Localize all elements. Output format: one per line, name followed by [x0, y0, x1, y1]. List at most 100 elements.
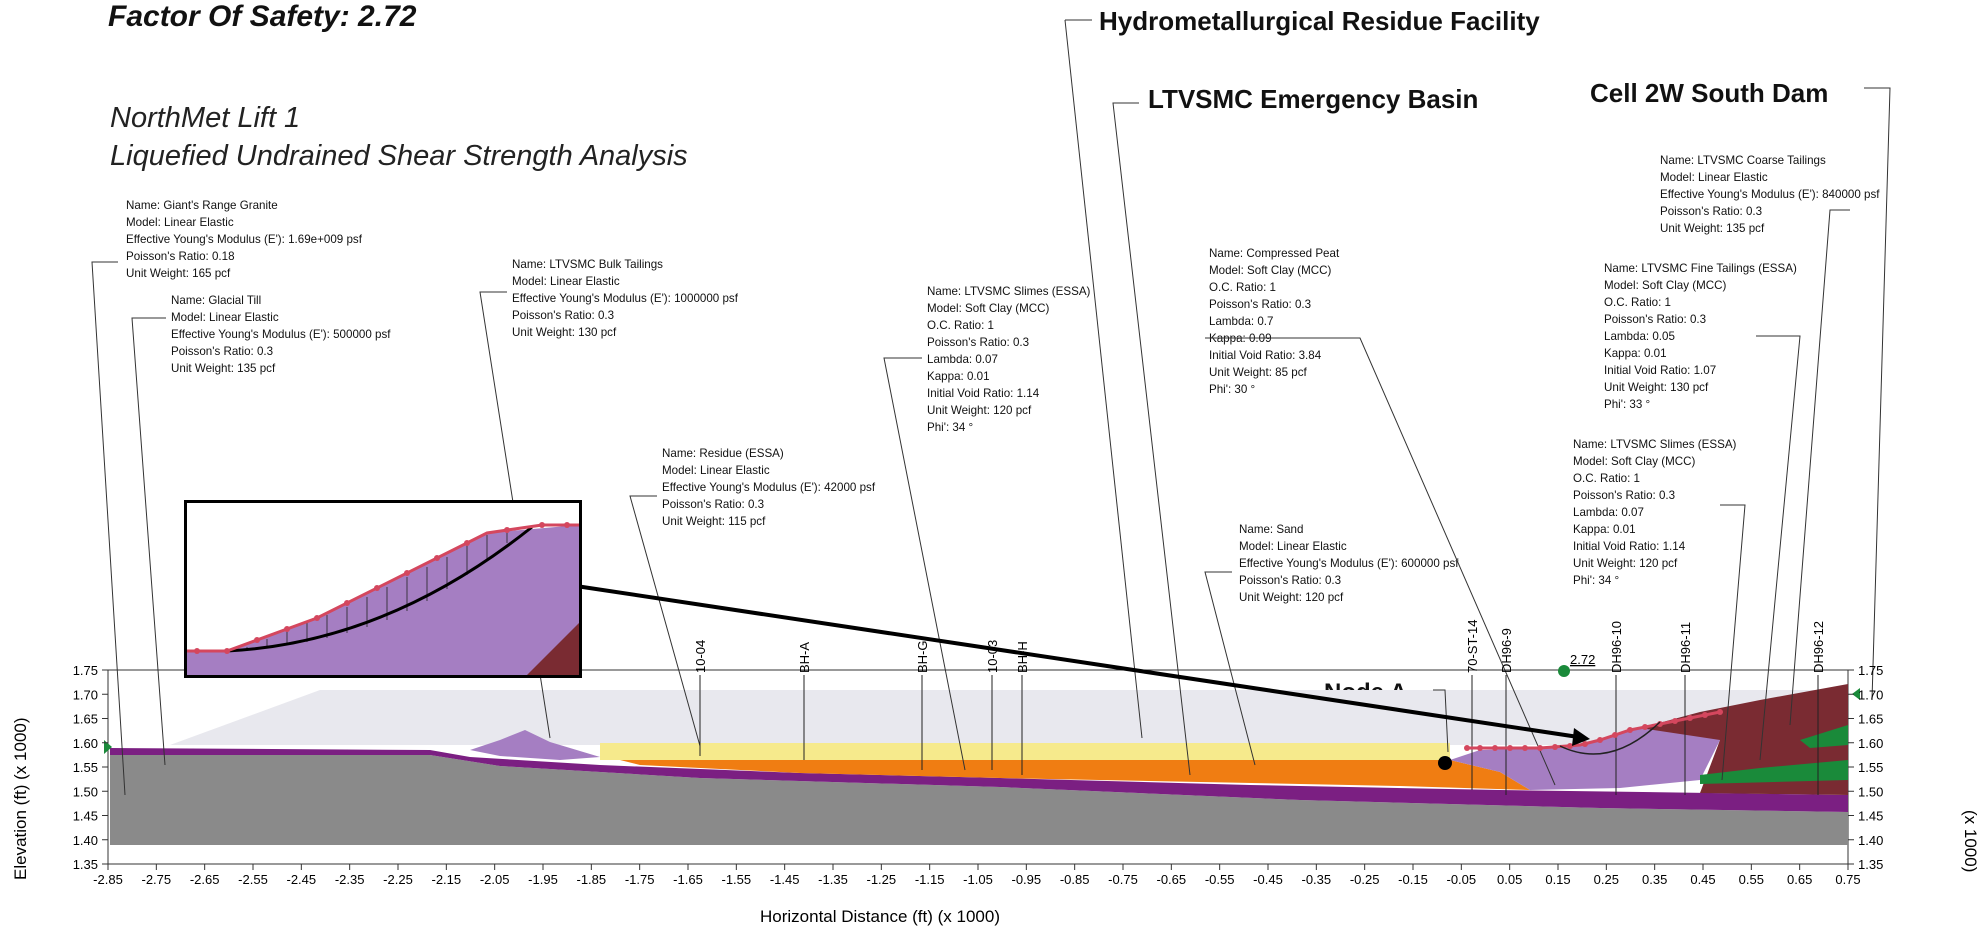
leader-residue [629, 495, 701, 747]
y-tick-label: 1.50 [73, 784, 98, 799]
x-tick-label: -2.85 [93, 872, 123, 887]
x-tick-label: 0.05 [1497, 872, 1522, 887]
piezometric-marker-right [1852, 688, 1860, 700]
x-tick-label: 0.65 [1787, 872, 1812, 887]
borehole-label: BH-H [1015, 641, 1030, 673]
x-tick-label: -1.05 [963, 872, 993, 887]
x-tick-label: -0.35 [1302, 872, 1332, 887]
y-tick-label-right: 1.50 [1858, 784, 1883, 799]
slip-point [1507, 745, 1513, 751]
x-tick-label: -1.55 [722, 872, 752, 887]
slip-point [1672, 718, 1678, 724]
green-layer-2 [1800, 725, 1848, 748]
x-tick-label: -0.75 [1108, 872, 1138, 887]
leader-lines [91, 19, 1891, 796]
y-tick-label-right: 1.45 [1858, 809, 1883, 824]
inset-slip-arc [226, 525, 533, 653]
material-slimes-right: Name: LTVSMC Slimes (ESSA) Model: Soft C… [1573, 438, 1737, 587]
x-tick-label: 0.75 [1835, 872, 1860, 887]
leader-slimes-right [1720, 504, 1746, 781]
slip-point [1597, 737, 1603, 743]
inset-dots [194, 522, 570, 654]
borehole-label: DH96-11 [1678, 622, 1693, 673]
callout-arrowhead [1572, 728, 1590, 746]
slip-point [1582, 741, 1588, 747]
x-tick-label: -1.75 [625, 872, 655, 887]
leader-sand [1204, 571, 1256, 766]
leader-cell2w [1864, 87, 1891, 701]
residue-layer [600, 743, 1450, 760]
x-tick-label: -2.45 [287, 872, 317, 887]
leader-hrf [1064, 19, 1143, 739]
y-tick-label: 1.65 [73, 712, 98, 727]
material-sand: Name: Sand Model: Linear Elastic Effecti… [1239, 523, 1459, 604]
x-tick-label: -0.05 [1447, 872, 1477, 887]
y-tick-label: 1.35 [73, 857, 98, 872]
leader-coarse [1789, 209, 1850, 726]
material-coarse: Name: LTVSMC Coarse Tailings Model: Line… [1660, 154, 1880, 235]
leader-slimes-left [883, 357, 966, 771]
y-tick-label-right: 1.55 [1858, 760, 1883, 775]
fos-marker [1558, 665, 1570, 677]
slip-point [1717, 709, 1723, 715]
y-tick-label-right: 1.75 [1858, 663, 1883, 678]
x-tick-label: -1.35 [818, 872, 848, 887]
borehole-label: BH-A [797, 642, 812, 673]
x-tick-label: 0.15 [1545, 872, 1570, 887]
leader-peat [1205, 337, 1556, 786]
slip-point [1642, 724, 1648, 730]
slip-point [1612, 732, 1618, 738]
slip-point [1702, 712, 1708, 718]
x-tick-label: -0.95 [1012, 872, 1042, 887]
slip-point [1627, 727, 1633, 733]
x-tick-label: -2.55 [238, 872, 268, 887]
leader-till [131, 317, 166, 766]
material-bulk-tailings: Name: LTVSMC Bulk Tailings Model: Linear… [512, 258, 738, 339]
x-tick-label: -0.85 [1060, 872, 1090, 887]
borehole-label: BH-G [915, 641, 930, 674]
x-tick-label: -1.25 [867, 872, 897, 887]
bulk-tailings-left [470, 730, 600, 760]
y-tick-label: 1.55 [73, 760, 98, 775]
label-cell-2w: Cell 2W South Dam [1590, 78, 1829, 108]
y-tick-label-right: 1.35 [1858, 857, 1883, 872]
y-tick-label: 1.60 [73, 736, 98, 751]
borehole-label: 10-04 [693, 640, 708, 673]
bedrock-layer [110, 755, 1848, 845]
x-tick-label: -2.25 [383, 872, 413, 887]
y-tick-label: 1.45 [73, 809, 98, 824]
label-hrf: Hydrometallurgical Residue Facility [1099, 6, 1540, 36]
y-tick-label-right: 1.60 [1858, 736, 1883, 751]
slip-point [1552, 744, 1558, 750]
title-line-2: Liquefied Undrained Shear Strength Analy… [110, 140, 688, 172]
x-tick-label: -0.45 [1253, 872, 1283, 887]
slip-point [1492, 745, 1498, 751]
inset-svg [187, 522, 579, 675]
x-tick-label: -1.95 [528, 872, 558, 887]
leader-granite [91, 261, 126, 796]
factor-of-safety: Factor Of Safety: 2.72 [108, 0, 417, 33]
y-tick-label: 1.75 [73, 663, 98, 678]
inset-dam [527, 623, 579, 675]
borehole-label: 70-ST-14 [1465, 620, 1480, 673]
x-tick-label: 0.55 [1739, 872, 1764, 887]
upper-region [170, 690, 1848, 745]
x-tick-label: -2.65 [190, 872, 220, 887]
piezometric-marker-left [104, 740, 112, 754]
x-tick-label: 0.25 [1594, 872, 1619, 887]
fos-marker-label: 2.72 [1570, 652, 1595, 667]
leader-basin [1112, 102, 1191, 776]
x-tick-label: -1.85 [577, 872, 607, 887]
slip-point [1464, 745, 1470, 751]
slip-circle-arc [1559, 721, 1661, 755]
x-tick-label: -2.35 [335, 872, 365, 887]
x-tick-label: 0.45 [1690, 872, 1715, 887]
x-tick-label: -0.65 [1157, 872, 1187, 887]
x-tick-label: -2.05 [480, 872, 510, 887]
material-giants-range: Name: Giant's Range Granite Model: Linea… [126, 199, 362, 280]
y-tick-label: 1.70 [73, 687, 98, 702]
y-tick-label-right: 1.40 [1858, 833, 1883, 848]
material-slimes-left: Name: LTVSMC Slimes (ESSA) Model: Soft C… [927, 285, 1091, 434]
x-tick-label: -2.15 [432, 872, 462, 887]
slip-detail-inset [184, 500, 582, 678]
